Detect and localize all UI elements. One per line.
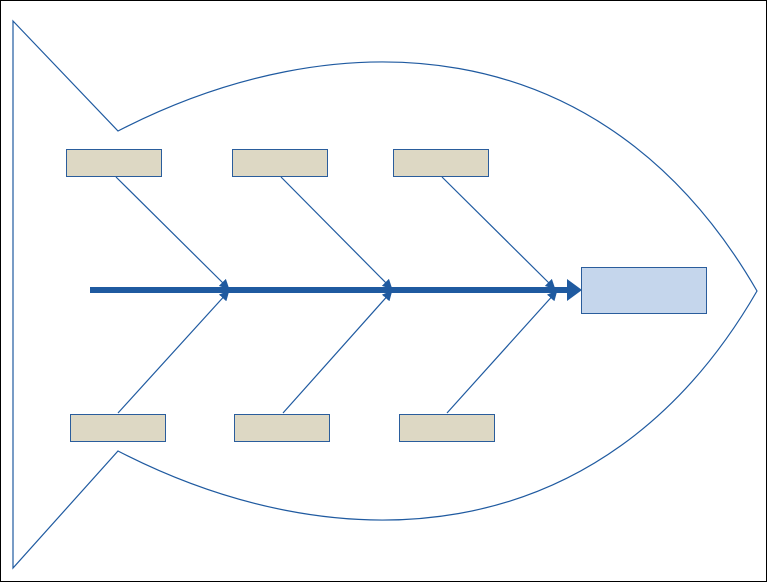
cause-box-bottom-3[interactable]	[399, 414, 495, 442]
cause-box-top-2[interactable]	[232, 149, 328, 177]
bone-bottom-1	[117, 290, 230, 414]
spine-arrowhead	[567, 279, 582, 301]
cause-box-bottom-1[interactable]	[70, 414, 166, 442]
cause-box-top-3[interactable]	[393, 149, 489, 177]
bone-top-3	[441, 176, 556, 290]
fish-outline	[12, 19, 758, 570]
bone-bottom-3	[446, 290, 558, 414]
cause-box-bottom-2[interactable]	[234, 414, 330, 442]
bone-bottom-2	[282, 290, 393, 414]
bone-top-1	[115, 176, 230, 290]
cause-box-top-1[interactable]	[66, 149, 162, 177]
bone-top-2	[280, 176, 393, 290]
effect-box[interactable]	[581, 267, 707, 314]
